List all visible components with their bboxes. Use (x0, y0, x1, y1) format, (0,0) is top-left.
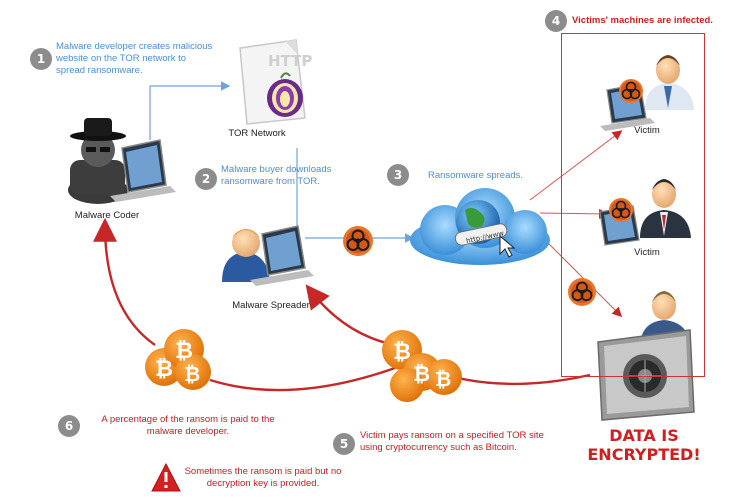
step-6-badge: 6 (58, 415, 80, 437)
victim-3-biohazard-icon (568, 278, 596, 306)
infection-arrows (529, 130, 623, 318)
warning-icon (151, 462, 181, 492)
svg-text:₿: ₿ (155, 357, 173, 382)
tor-network-icon: HTTP (239, 39, 312, 125)
globe-cloud-icon: http://www (410, 188, 550, 265)
spreader-laptop-icon (250, 225, 314, 286)
svg-text:₿: ₿ (393, 340, 411, 365)
step-4-badge: 4 (545, 10, 567, 32)
step-2-text: Malware buyer downloads ransomware from … (221, 164, 332, 187)
step-3-badge: 3 (387, 164, 409, 186)
warning-note: Sometimes the ransom is paid but no decr… (184, 466, 342, 489)
tor-network-label: TOR Network (228, 128, 286, 139)
svg-text:₿: ₿ (413, 362, 430, 386)
step-1-badge: 1 (30, 48, 52, 70)
tor-http-text: HTTP (268, 52, 312, 70)
victims-box (561, 33, 705, 377)
biohazard-icon (343, 226, 373, 256)
malware-spreader-label: Malware Spreader (232, 300, 310, 311)
svg-text:₿: ₿ (175, 339, 193, 364)
victim-1-biohazard-icon (619, 79, 643, 103)
svg-text:₿: ₿ (435, 367, 451, 391)
bitcoin-icon: ₿ ₿ ₿ (145, 329, 211, 390)
hacker-icon (68, 118, 128, 204)
vault-icon (597, 329, 695, 421)
spreader-user-icon (222, 229, 270, 282)
victim-2-biohazard-icon (609, 198, 633, 222)
malware-coder-label: Malware Coder (74, 210, 140, 221)
step-3-text: Ransomware spreads. (428, 170, 524, 181)
victim-2-label: Victim (634, 247, 660, 258)
svg-text:₿: ₿ (184, 362, 200, 386)
step-5-text: Victim pays ransom on a specified TOR si… (360, 430, 544, 453)
step-2-badge: 2 (195, 168, 217, 190)
bitcoin-icon: ₿ ₿ ₿ (382, 330, 462, 402)
step-1-text: Malware developer creates malicious webs… (56, 41, 213, 76)
data-encrypted-label: DATA IS ENCRYPTED! (587, 426, 701, 464)
step-4-text: Victims' machines are infected. (572, 15, 713, 26)
coder-laptop-icon (110, 139, 176, 202)
step-6-text: A percentage of the ransom is paid to th… (101, 414, 275, 437)
victim-1-label: Victim (634, 125, 660, 136)
step-5-badge: 5 (333, 433, 355, 455)
